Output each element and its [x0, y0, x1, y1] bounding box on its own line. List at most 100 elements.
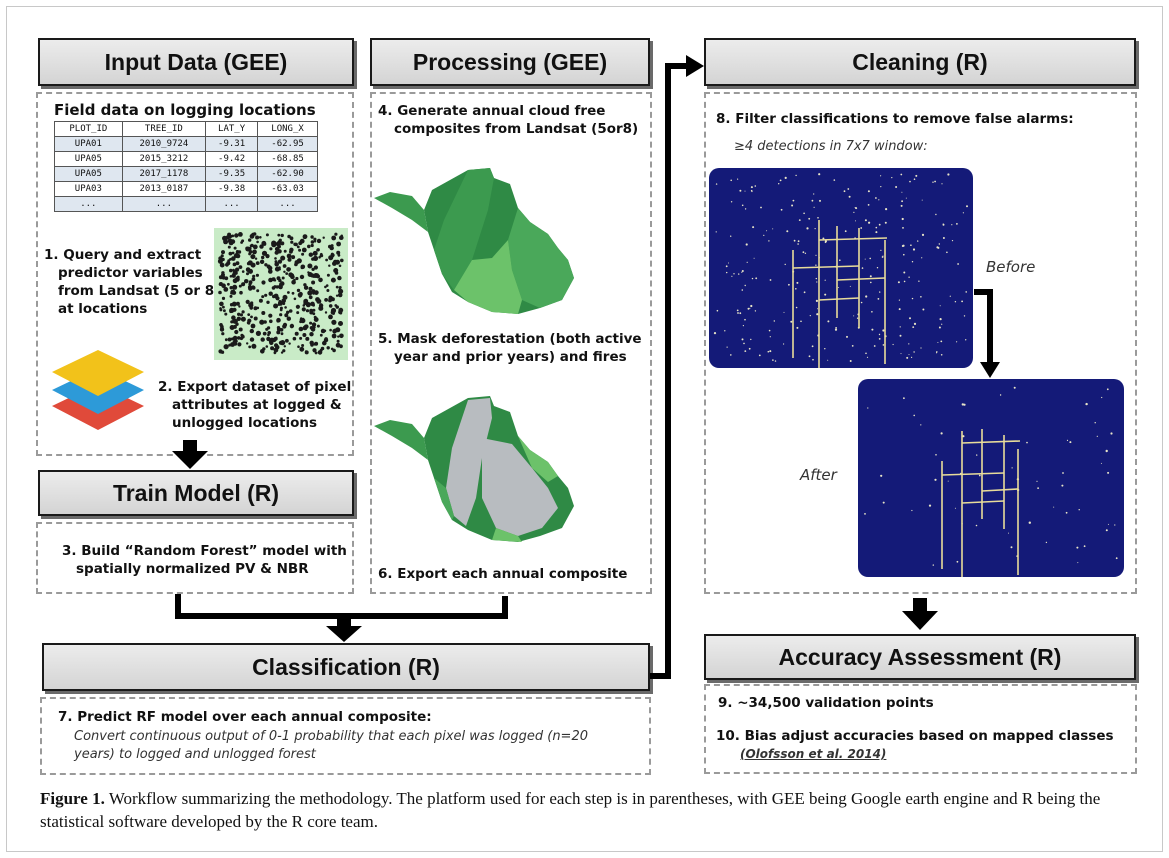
- detection-speck: [875, 231, 878, 234]
- sample-point: [284, 306, 287, 309]
- detection-speck: [956, 223, 958, 225]
- sample-point: [250, 254, 256, 260]
- sample-point: [232, 318, 238, 324]
- header-input-data: Input Data (GEE): [38, 38, 354, 86]
- sample-point: [277, 259, 283, 264]
- detection-speck: [880, 474, 883, 477]
- detection-speck: [861, 267, 864, 269]
- detection-speck: [818, 173, 821, 176]
- detection-speck: [903, 253, 905, 256]
- detection-speck: [773, 320, 775, 322]
- sample-point: [299, 274, 305, 280]
- detection-speck: [767, 350, 770, 353]
- sample-point: [291, 255, 296, 260]
- sample-point: [236, 275, 240, 279]
- sample-point: [275, 285, 279, 289]
- detection-speck: [947, 480, 949, 482]
- sample-point: [229, 294, 233, 298]
- sample-point: [292, 336, 297, 341]
- sample-point: [283, 270, 286, 273]
- detection-speck: [1008, 532, 1009, 534]
- detection-speck: [741, 270, 744, 272]
- sample-point: [235, 267, 240, 272]
- detection-speck: [1100, 462, 1102, 464]
- sample-point: [224, 312, 228, 316]
- detection-speck: [728, 262, 729, 264]
- sample-point: [277, 303, 281, 306]
- sample-point: [280, 241, 285, 246]
- detection-speck: [784, 176, 787, 179]
- sample-point: [236, 316, 241, 321]
- sample-point: [236, 336, 241, 340]
- sample-point: [232, 262, 237, 267]
- detection-speck: [935, 213, 937, 216]
- detection-speck: [744, 318, 746, 321]
- sample-point: [231, 234, 235, 238]
- sample-point: [293, 278, 296, 282]
- sample-point: [272, 294, 276, 299]
- sample-point: [282, 302, 286, 305]
- detection-speck: [847, 188, 850, 190]
- sample-point: [313, 265, 318, 270]
- detection-speck: [749, 307, 751, 309]
- detection-speck: [882, 501, 885, 504]
- detection-speck: [898, 308, 901, 311]
- sample-point: [293, 297, 297, 301]
- sample-point: [329, 245, 334, 251]
- sample-point: [219, 262, 225, 268]
- sample-point: [253, 316, 258, 321]
- sample-point: [283, 345, 286, 348]
- sample-point: [310, 240, 315, 244]
- sample-point: [248, 250, 253, 254]
- sample-point: [248, 238, 252, 242]
- step4-line: 4. Generate annual cloud free: [378, 103, 606, 119]
- step3-text: 3. Build “Random Forest” model with spat…: [62, 542, 347, 578]
- detection-speck: [737, 312, 739, 314]
- train-model-box: [36, 522, 354, 594]
- after-image: [858, 379, 1124, 577]
- sample-point: [232, 335, 238, 341]
- detection-speck: [790, 320, 793, 323]
- detection-speck: [1094, 422, 1096, 424]
- detection-speck: [878, 223, 881, 226]
- sample-point: [221, 296, 226, 300]
- detection-speck: [843, 190, 846, 193]
- detection-speck: [901, 200, 903, 203]
- detection-speck: [928, 504, 932, 507]
- detection-speck: [860, 301, 863, 304]
- sample-point: [250, 301, 254, 305]
- sample-point: [254, 257, 258, 260]
- sample-point: [282, 264, 287, 268]
- step1-line: predictor variables: [58, 265, 203, 281]
- detection-speck: [780, 208, 783, 211]
- detection-speck: [733, 273, 735, 275]
- detection-speck: [913, 351, 915, 353]
- sample-point: [222, 273, 225, 277]
- step8-text: 8. Filter classifications to remove fals…: [716, 111, 1074, 127]
- detection-speck: [957, 263, 959, 265]
- detection-speck: [739, 312, 742, 315]
- detection-speck: [744, 284, 746, 287]
- table-cell: -68.85: [257, 151, 318, 167]
- detection-speck: [754, 310, 757, 312]
- sample-point: [221, 275, 226, 280]
- sample-point: [313, 317, 319, 322]
- detection-speck: [878, 338, 881, 340]
- classification-box: [40, 697, 651, 775]
- sample-point: [235, 261, 240, 266]
- table-header: LAT_Y: [205, 121, 259, 137]
- sample-point: [285, 338, 289, 343]
- sample-point: [335, 285, 339, 289]
- sample-point: [279, 281, 285, 286]
- sample-point: [265, 233, 269, 237]
- detection-speck: [730, 201, 733, 203]
- sample-point: [299, 346, 305, 352]
- step6-text: 6. Export each annual composite: [378, 566, 628, 582]
- detection-speck: [1096, 435, 1098, 437]
- sample-point: [276, 326, 281, 330]
- sample-point: [218, 282, 222, 286]
- sample-point: [291, 291, 295, 295]
- detection-speck: [1066, 439, 1069, 441]
- detection-speck: [793, 239, 796, 242]
